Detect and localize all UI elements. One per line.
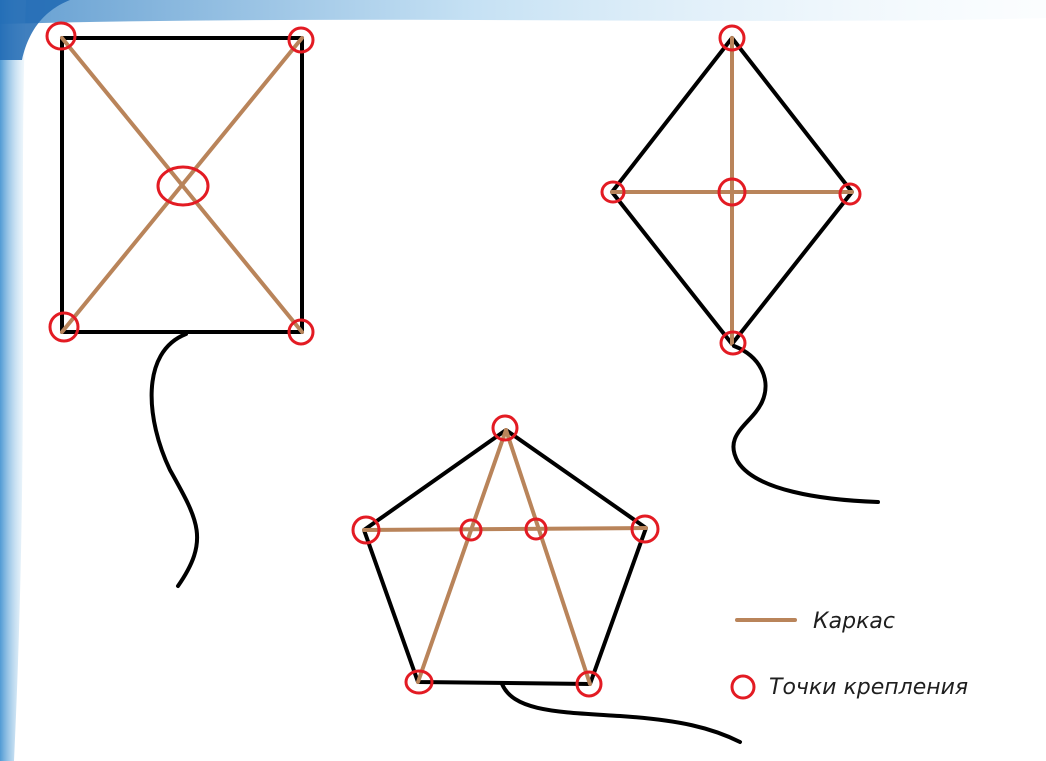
attachment-point [491,414,519,442]
pentagon-kite-tail-string [500,682,742,744]
pentagon-kite-frame-bar [504,428,592,686]
background-left-band [0,0,26,761]
legend-points-label: Точки крепления [769,675,968,700]
attachment-point [575,670,603,698]
attachment-point [156,165,210,207]
attachment-point [48,311,80,343]
pentagon-kite-frame-bar [362,526,648,532]
attachment-point [459,518,483,542]
diamond-kite-tail-string [731,344,880,504]
attachment-point [351,515,381,545]
rectangular-kite-outline [60,36,304,334]
attachment-point [287,318,315,346]
attachment-point [718,24,746,52]
attachment-point [838,182,862,206]
attachment-point [404,669,434,695]
background-corner [0,0,70,60]
rectangular-kite-frame-bar [60,36,304,334]
pentagon-kite-outline [362,428,648,686]
attachment-point [524,517,548,541]
pentagon-kite-frame-bar [416,428,508,684]
rectangular-kite-tail-string [149,332,200,588]
diamond-kite [600,24,880,504]
pentagon-kite [351,414,742,744]
attachment-point [719,330,747,356]
legend: Каркас Точки крепления [730,609,968,700]
legend-point-swatch [730,674,756,700]
attachment-point [630,514,660,544]
background-top-band [0,0,1046,24]
attachment-point [600,180,626,204]
attachment-point [287,26,315,54]
legend-frame-label: Каркас [813,609,895,634]
attachment-point [45,21,77,51]
attachment-point [717,177,747,207]
rectangular-kite [45,21,315,588]
